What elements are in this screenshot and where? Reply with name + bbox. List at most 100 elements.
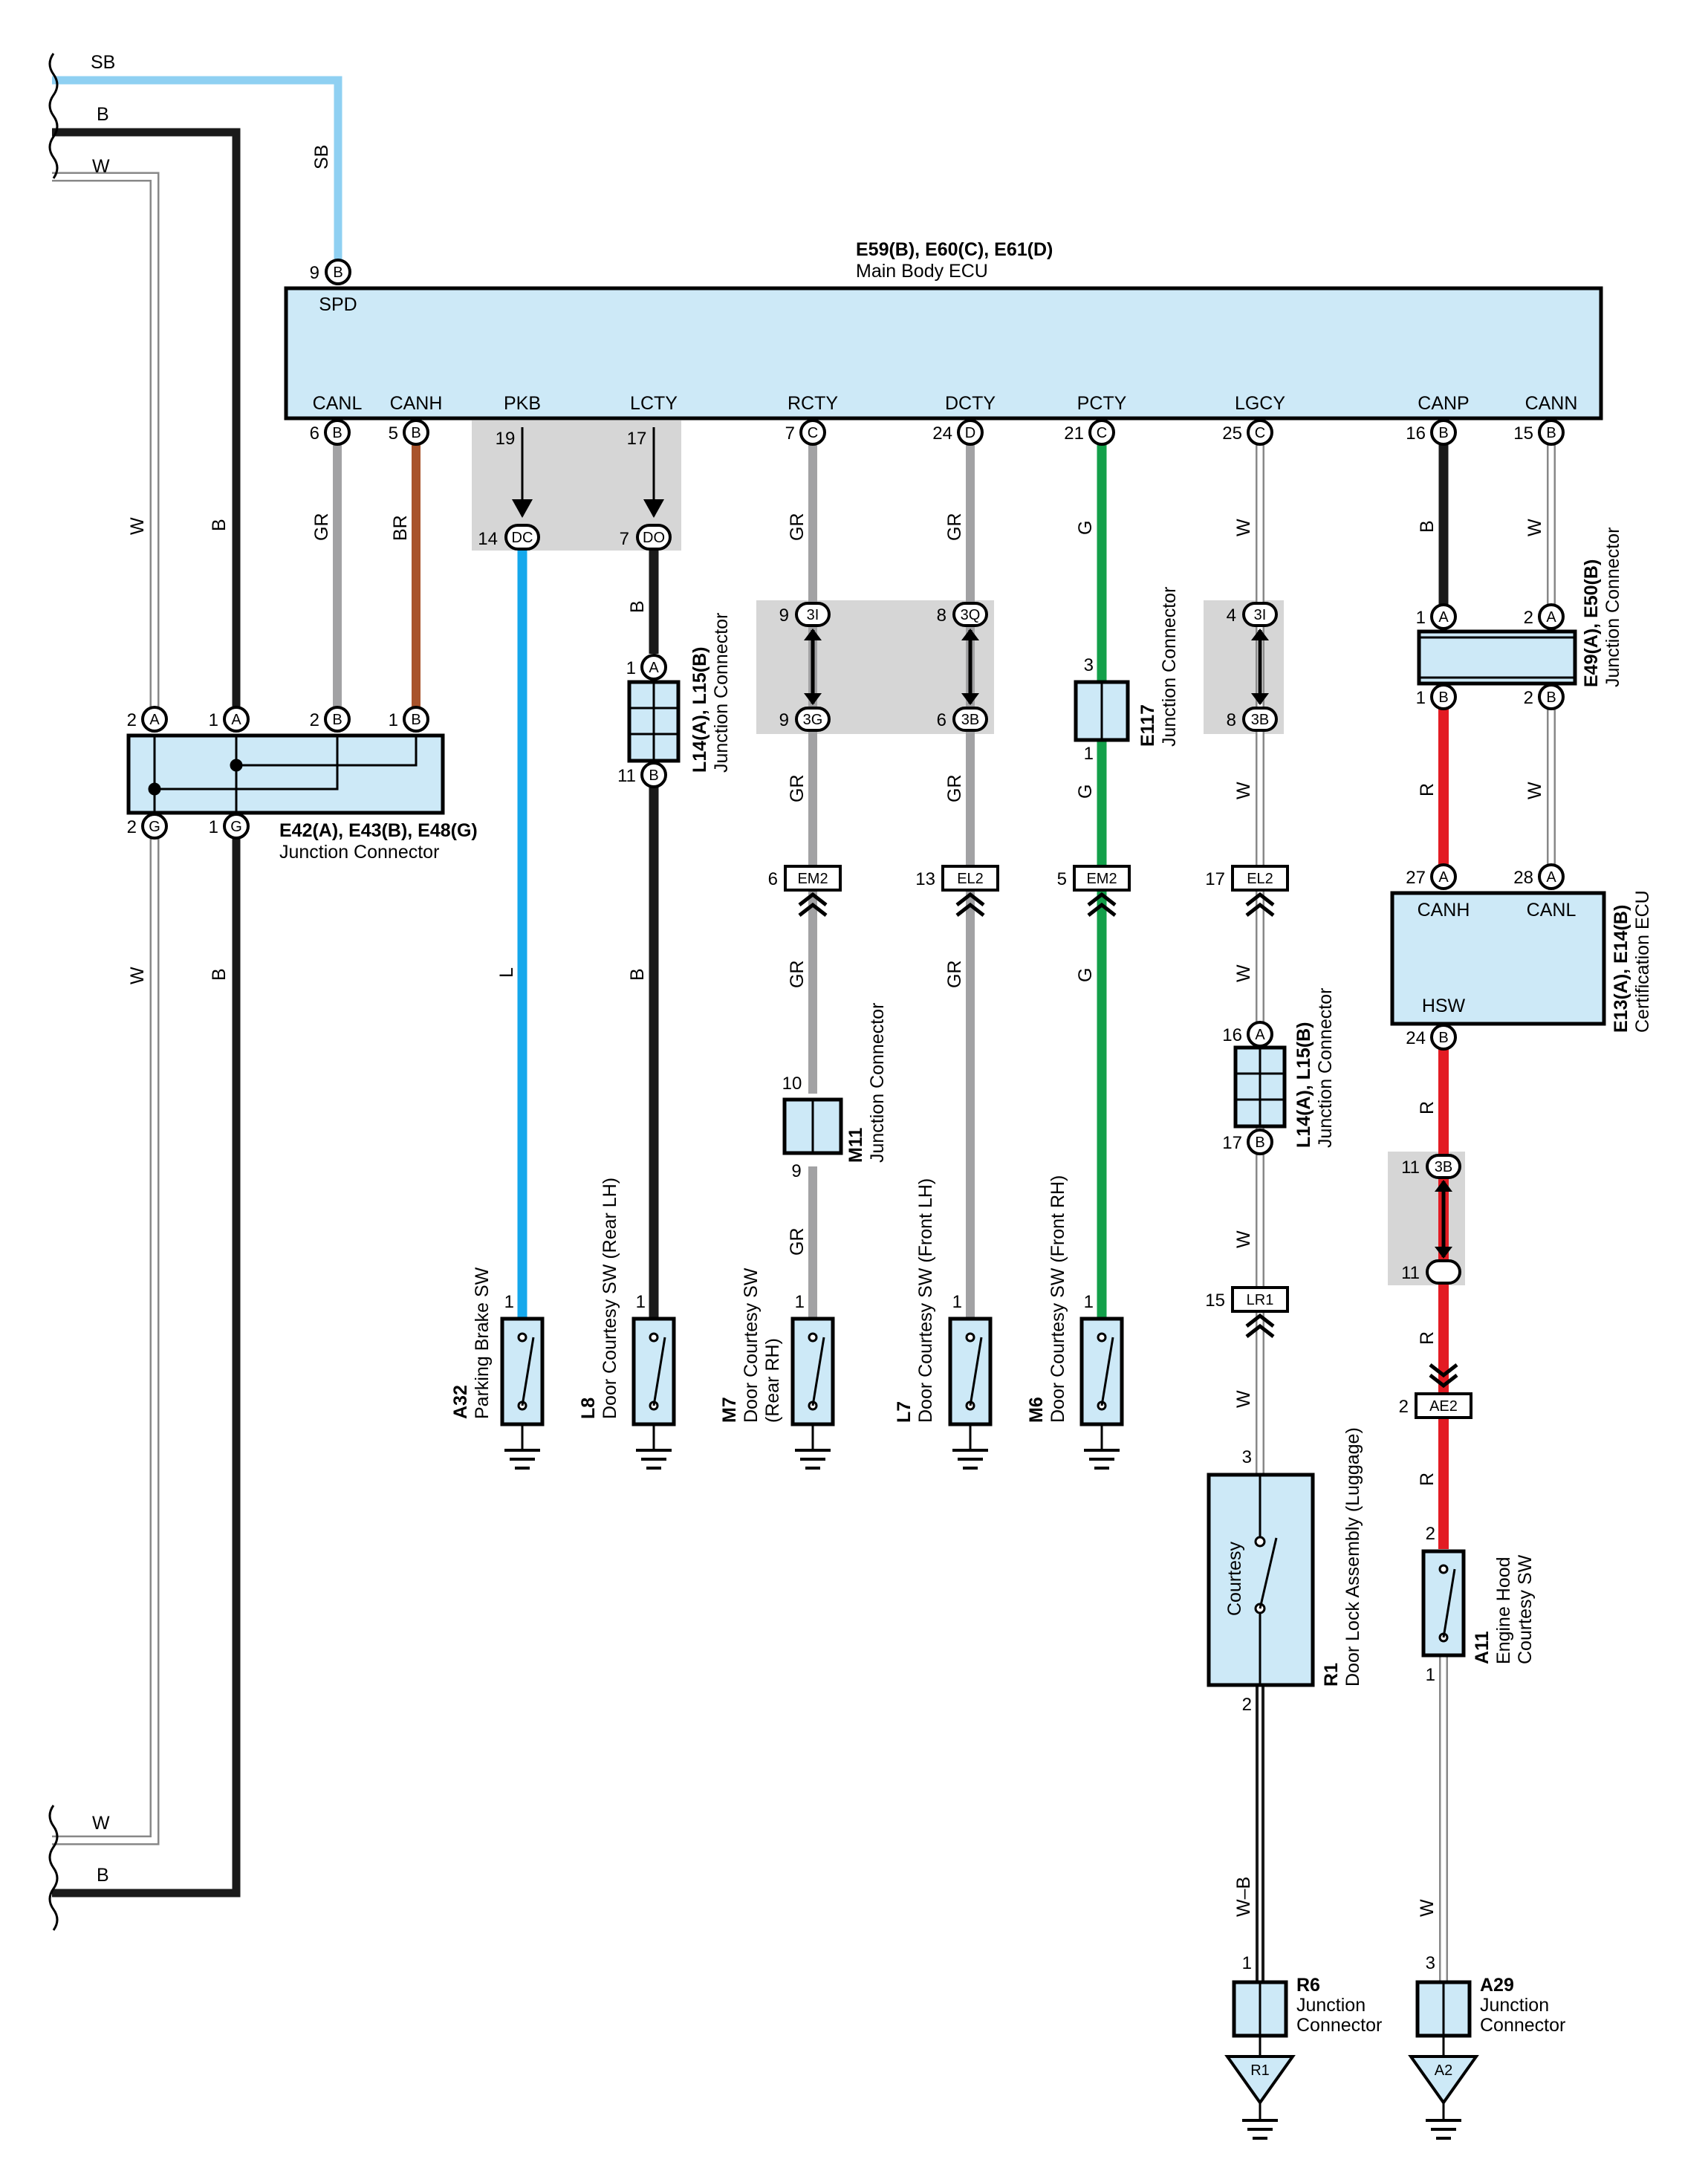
main-ecu-name: Main Body ECU [856,261,988,282]
svg-text:GR: GR [944,513,965,542]
svg-text:R1: R1 [1250,2062,1270,2079]
switch-l8: 1 [631,1292,676,1470]
svg-text:W–B: W–B [1233,1877,1254,1917]
terminal-pcty: PCTY [1077,393,1127,414]
svg-text:GR: GR [787,961,808,989]
svg-text:2: 2 [1242,1695,1252,1715]
svg-text:2: 2 [1524,608,1533,628]
svg-text:3B: 3B [1251,712,1269,728]
svg-text:A: A [1255,1027,1265,1043]
svg-text:8: 8 [937,606,946,626]
connector-lr1 [1231,1286,1289,1313]
splice-area-rcty-dcty [756,600,994,734]
svg-text:1: 1 [1242,1953,1252,1973]
svg-text:6: 6 [310,423,319,444]
switch-a11-name: Engine Hood [1493,1556,1514,1664]
svg-text:BR: BR [390,515,411,541]
svg-text:A2: A2 [1435,2062,1452,2079]
svg-text:B: B [411,712,420,728]
switch-a32: 1 [500,1292,545,1470]
junction-connector-a29: 3 [1415,1953,1472,2057]
svg-text:L: L [496,967,517,978]
svg-text:R: R [1417,783,1438,796]
svg-text:W: W [127,517,148,535]
terminal-lcty: LCTY [630,393,678,414]
svg-text:R: R [1417,1473,1438,1486]
svg-text:9: 9 [310,263,319,283]
junction-connector-r6: 1 [1232,1953,1288,2057]
terminal-rcty: RCTY [788,393,838,414]
svg-text:W: W [92,1813,110,1834]
ground-r1: R1 [1224,2055,1296,2140]
svg-text:AE2: AE2 [1429,1398,1458,1415]
svg-text:11: 11 [617,766,636,786]
svg-text:3B: 3B [961,712,979,728]
svg-text:3I: 3I [807,607,819,623]
switch-m7-name2: (Rear RH) [762,1338,783,1423]
svg-text:2: 2 [1524,688,1533,708]
svg-text:G: G [1075,785,1096,799]
svg-text:3I: 3I [1254,607,1267,623]
svg-text:24: 24 [932,423,952,444]
svg-text:6: 6 [937,710,946,730]
junction-connector-e49 [1417,629,1577,686]
svg-text:B: B [1438,1030,1448,1046]
terminal-dcty: DCTY [945,393,996,414]
l14-luggage-grid [1235,1048,1285,1126]
svg-text:1: 1 [504,1292,514,1312]
switch-m7-name: Door Courtesy SW [741,1267,762,1423]
svg-text:14: 14 [478,529,498,549]
wire-break-marks [48,53,59,1931]
svg-text:3: 3 [1084,655,1094,675]
svg-text:24: 24 [1406,1028,1426,1048]
svg-text:SB: SB [311,145,332,169]
svg-text:B: B [627,968,648,981]
jc-r6-code: R6 [1296,1975,1320,1996]
svg-text:8: 8 [1227,710,1236,730]
lr1-chevrons [1245,1313,1275,1338]
main-body-ecu [284,286,1603,421]
switch-a11: 2 1 [1421,1524,1466,1685]
wire-b-left-lower [52,826,241,1898]
svg-text:2: 2 [310,710,319,730]
svg-text:1: 1 [1084,1292,1094,1312]
jc-a29-name: Junction [1480,1995,1549,2016]
svg-text:EL2: EL2 [1247,871,1273,887]
inline-connectors-row1: EM2 EL2 EM2 EL2 6 13 5 17 [768,865,1289,892]
svg-text:15: 15 [1205,1291,1225,1311]
svg-text:B: B [1255,1134,1264,1151]
svg-text:9: 9 [779,710,789,730]
svg-text:B: B [1438,689,1448,706]
svg-text:EM2: EM2 [1086,871,1117,887]
jc-m11-name: Junction Connector [867,1003,888,1163]
svg-text:B: B [332,712,342,728]
svg-text:GR: GR [787,775,808,803]
svg-text:B: B [209,519,230,531]
svg-text:10: 10 [782,1074,802,1094]
svg-text:3G: 3G [803,712,823,728]
cert-ecu-terminals: A A B 27 28 24 [1406,863,1565,1051]
jc-r6-name2: Connector [1296,2015,1382,2036]
cert-ecu-name: Certification ECU [1632,890,1653,1033]
switch-l7-name: Door Courtesy SW (Front LH) [915,1178,936,1423]
svg-text:7: 7 [620,529,629,549]
svg-text:1: 1 [795,1292,805,1312]
jc-r6-name: Junction [1296,1995,1366,2016]
svg-text:1: 1 [1084,744,1094,764]
svg-text:B: B [627,600,648,613]
svg-text:5: 5 [1057,869,1067,889]
jc-l14b-name: Junction Connector [1315,988,1336,1148]
svg-text:25: 25 [1222,423,1242,444]
main-ecu-code: E59(B), E60(C), E61(D) [856,239,1053,260]
svg-text:A: A [1438,869,1449,886]
svg-text:G: G [1075,521,1096,535]
jc-e42-internal-lines [148,736,418,813]
svg-text:W: W [1233,782,1254,799]
l14-rear-grid [629,682,678,761]
jc-l14-code: L14(A), L15(B) [689,647,710,773]
svg-text:7: 7 [785,423,795,444]
jc-e42-name: Junction Connector [279,842,439,863]
switch-a11-name2: Courtesy SW [1515,1554,1536,1664]
svg-text:11: 11 [1401,1158,1420,1178]
terminal-canp: CANP [1418,393,1469,414]
